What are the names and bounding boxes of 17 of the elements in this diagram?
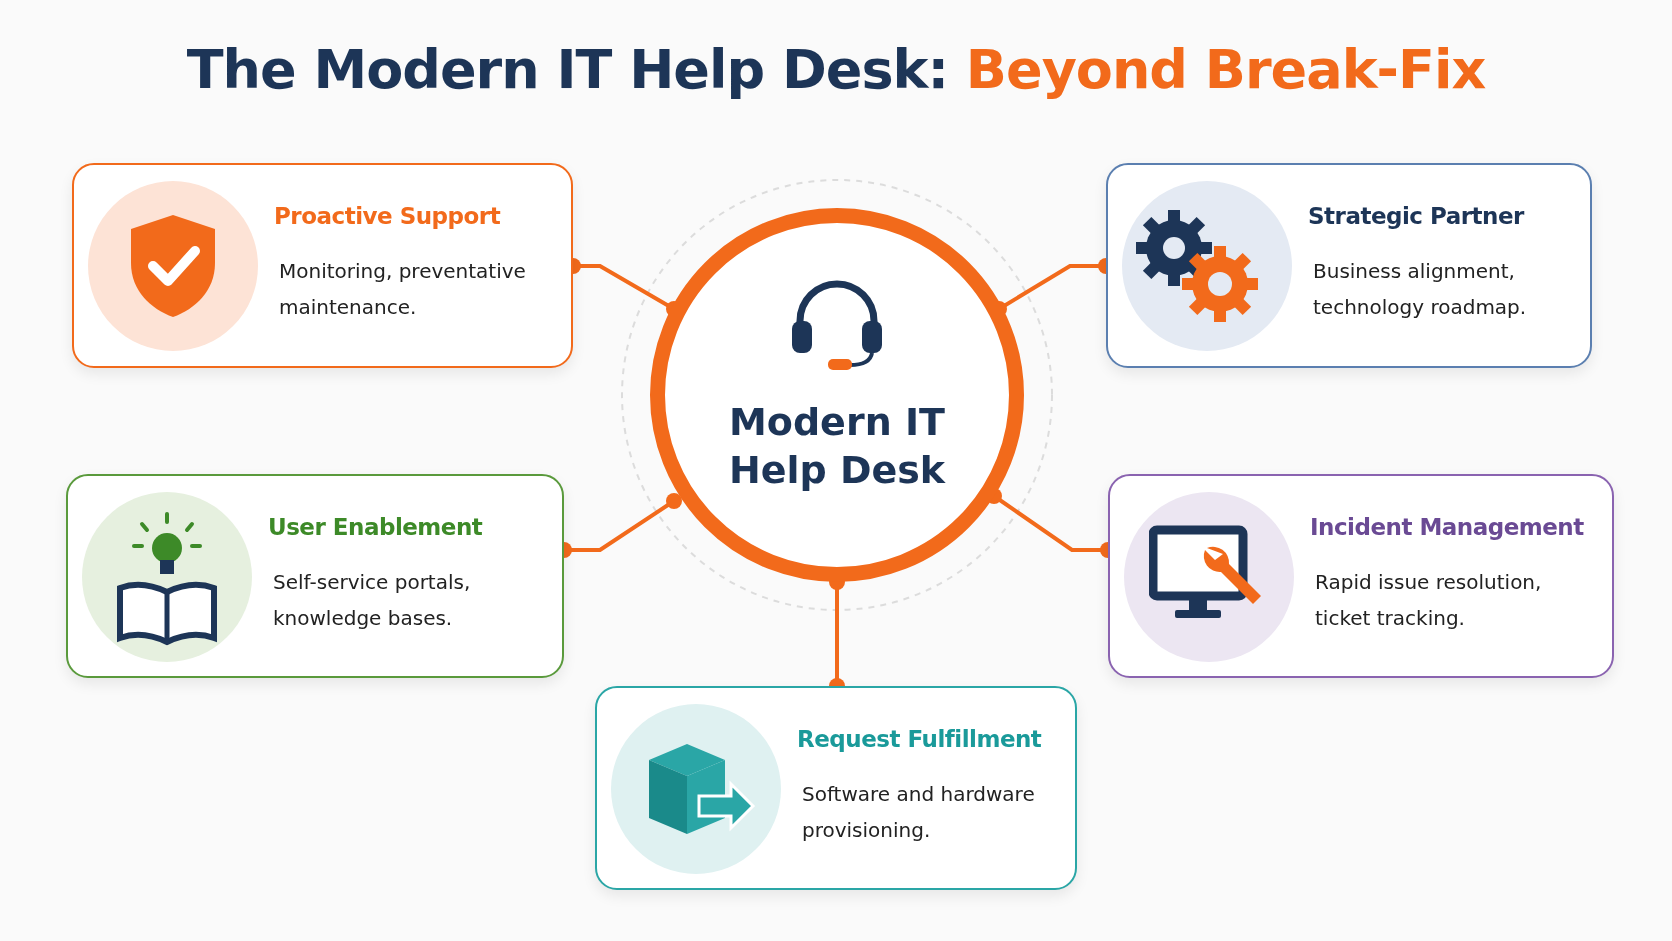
service-card	[66, 474, 564, 678]
card-heading: Proactive Support	[274, 203, 501, 229]
service-card	[1106, 163, 1592, 368]
card-description: Business alignment, technology roadmap.	[1313, 258, 1528, 321]
service-card	[595, 686, 1077, 890]
service-card	[72, 163, 573, 368]
card-heading: User Enablement	[268, 514, 483, 540]
service-card	[1108, 474, 1614, 678]
title: The Modern IT Help Desk: Beyond Break-Fix	[185, 38, 1487, 101]
card-description: Rapid issue resolution, ticket tracking.	[1315, 569, 1543, 632]
card-description: Self-service portals, knowledge bases.	[273, 569, 472, 632]
hub-label: Modern IT Help Desk	[727, 399, 947, 494]
card-heading: Request Fulfillment	[797, 726, 1042, 752]
card-description: Monitoring, preventative maintenance.	[279, 258, 527, 321]
card-description: Software and hardware provisioning.	[802, 781, 1036, 844]
card-heading: Strategic Partner	[1308, 203, 1524, 229]
card-heading: Incident Management	[1310, 514, 1584, 540]
